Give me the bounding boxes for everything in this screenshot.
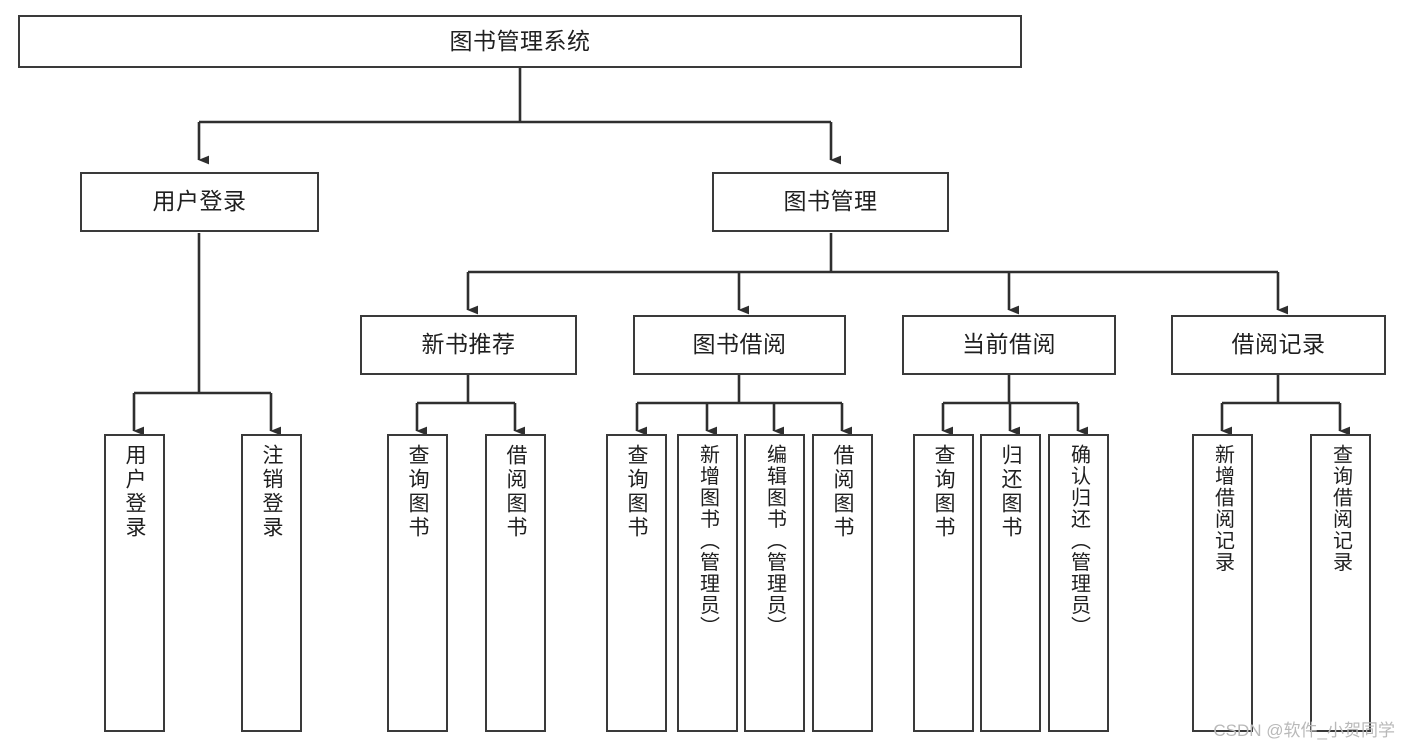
leaf-new-book-query[interactable]: 查询图书: [387, 434, 448, 732]
node-root-book-management-system[interactable]: 图书管理系统: [18, 15, 1022, 68]
leaf-book-borrow-edit-admin[interactable]: 编辑图书（管理员）: [744, 434, 805, 732]
node-label: 注销登录: [260, 444, 283, 540]
node-label: 用户登录: [152, 188, 247, 215]
node-label: 图书管理: [783, 188, 878, 215]
leaf-current-borrow-confirm-return-admin[interactable]: 确认归还（管理员）: [1048, 434, 1109, 732]
node-label: 借阅图书: [831, 444, 854, 540]
node-borrowing-record[interactable]: 借阅记录: [1171, 315, 1386, 375]
node-label: 借阅记录: [1231, 331, 1326, 358]
leaf-current-borrow-return[interactable]: 归还图书: [980, 434, 1041, 732]
node-label: 编辑图书（管理员）: [763, 444, 786, 638]
leaf-new-book-borrow[interactable]: 借阅图书: [485, 434, 546, 732]
leaf-book-borrow-query[interactable]: 查询图书: [606, 434, 667, 732]
node-book-borrowing[interactable]: 图书借阅: [633, 315, 846, 375]
node-label: 新增借阅记录: [1211, 444, 1234, 573]
leaf-current-borrow-query[interactable]: 查询图书: [913, 434, 974, 732]
connector-group-current-borrow: [941, 375, 1089, 436]
connector-group-book-borrow: [635, 375, 853, 436]
connector-group-root: [197, 68, 842, 165]
leaf-book-borrow-add-admin[interactable]: 新增图书（管理员）: [677, 434, 738, 732]
node-label: 用户登录: [123, 444, 146, 540]
leaf-book-borrow-borrow[interactable]: 借阅图书: [812, 434, 873, 732]
leaf-borrow-record-add[interactable]: 新增借阅记录: [1192, 434, 1253, 732]
node-label: 查询图书: [625, 444, 648, 540]
leaf-user-login-logout[interactable]: 注销登录: [241, 434, 302, 732]
connector-group-new-book: [415, 375, 526, 436]
node-label: 查询图书: [406, 444, 429, 540]
node-label: 图书管理系统: [449, 27, 591, 54]
node-label: 新书推荐: [421, 331, 516, 358]
leaf-borrow-record-query[interactable]: 查询借阅记录: [1310, 434, 1371, 732]
node-label: 图书借阅: [692, 331, 787, 358]
node-label: 借阅图书: [504, 444, 527, 540]
node-label: 确认归还（管理员）: [1067, 444, 1090, 638]
node-book-management[interactable]: 图书管理: [712, 172, 949, 232]
connector-group-user-login: [132, 233, 282, 436]
node-new-book-recommendation[interactable]: 新书推荐: [360, 315, 577, 375]
node-label: 查询借阅记录: [1329, 444, 1352, 573]
connector-group-book-manage: [466, 233, 1289, 315]
node-current-borrowing[interactable]: 当前借阅: [902, 315, 1116, 375]
node-label: 当前借阅: [962, 331, 1056, 358]
leaf-user-login-login[interactable]: 用户登录: [104, 434, 165, 732]
connector-group-borrow-record: [1220, 375, 1351, 436]
node-user-login[interactable]: 用户登录: [80, 172, 319, 232]
node-label: 查询图书: [932, 444, 955, 540]
node-label: 新增图书（管理员）: [696, 444, 719, 638]
node-label: 归还图书: [999, 444, 1022, 540]
